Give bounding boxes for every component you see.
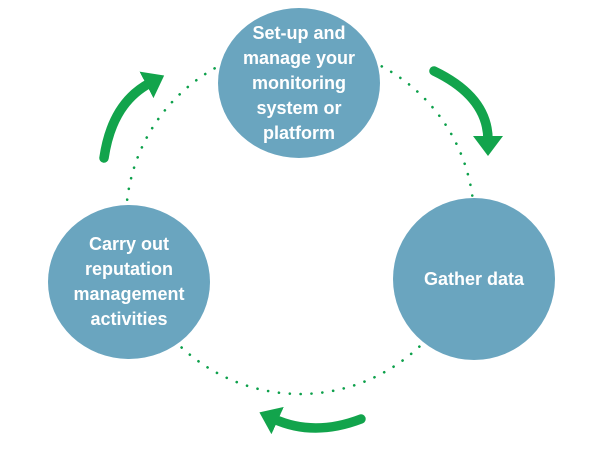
node-setup-label: Set-up and manage your monitoring system… [242,22,356,143]
node-carry-out-label: Carry out reputation management activiti… [73,234,185,329]
node-gather-data: Gather data [393,198,555,360]
curved-arrow-left-to-top-icon [99,71,165,163]
curved-arrow-right-to-left-icon [259,406,366,435]
node-carry-out: Carry out reputation management activiti… [48,205,210,359]
node-setup: Set-up and manage your monitoring system… [218,8,380,158]
curved-arrow-top-to-right-icon [429,66,503,156]
node-gather-data-label: Gather data [423,268,525,289]
